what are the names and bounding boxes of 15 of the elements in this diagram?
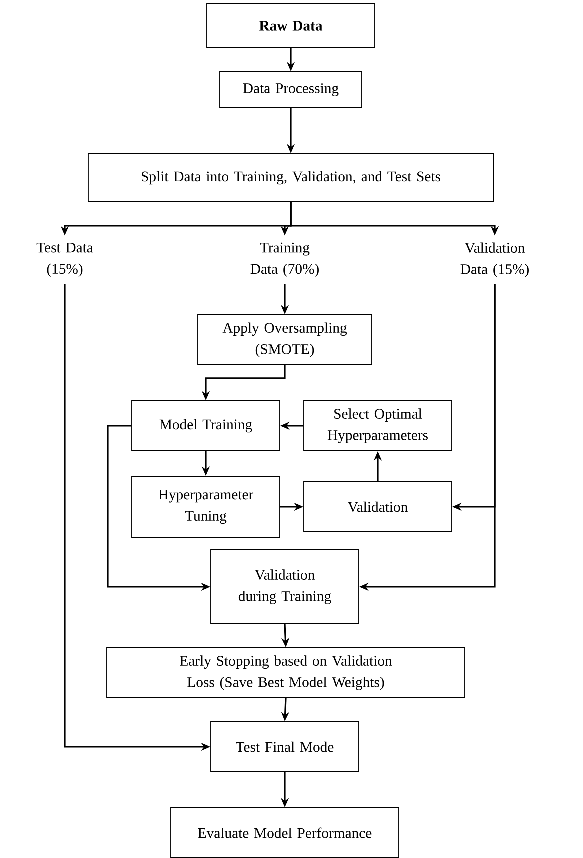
data-label: Validation Data (15%) [460,242,529,278]
data-label: Test Data (15%) [36,242,94,278]
process-box: Early Stopping based on Validation Loss (Save Best Model Weights) [106,648,466,698]
process-box: Data Processing [220,72,362,108]
process-box: Evaluate Model Performance [170,808,400,858]
process-box: Validation during Training [210,550,360,624]
process-box: Select Optimal Hyperparameters [304,400,452,452]
process-box: Model Training [132,400,280,452]
process-box: Raw Data [206,4,376,48]
process-box: Hyperparameter Tuning [132,476,280,538]
data-label: Training Data (70%) [250,242,319,278]
process-box: Test Final Mode [210,722,360,772]
process-box: Apply Oversampling (SMOTE) [198,314,372,366]
process-box: Split Data into Training, Validation, and Test Sets [88,154,494,202]
process-box: Validation [304,482,452,532]
